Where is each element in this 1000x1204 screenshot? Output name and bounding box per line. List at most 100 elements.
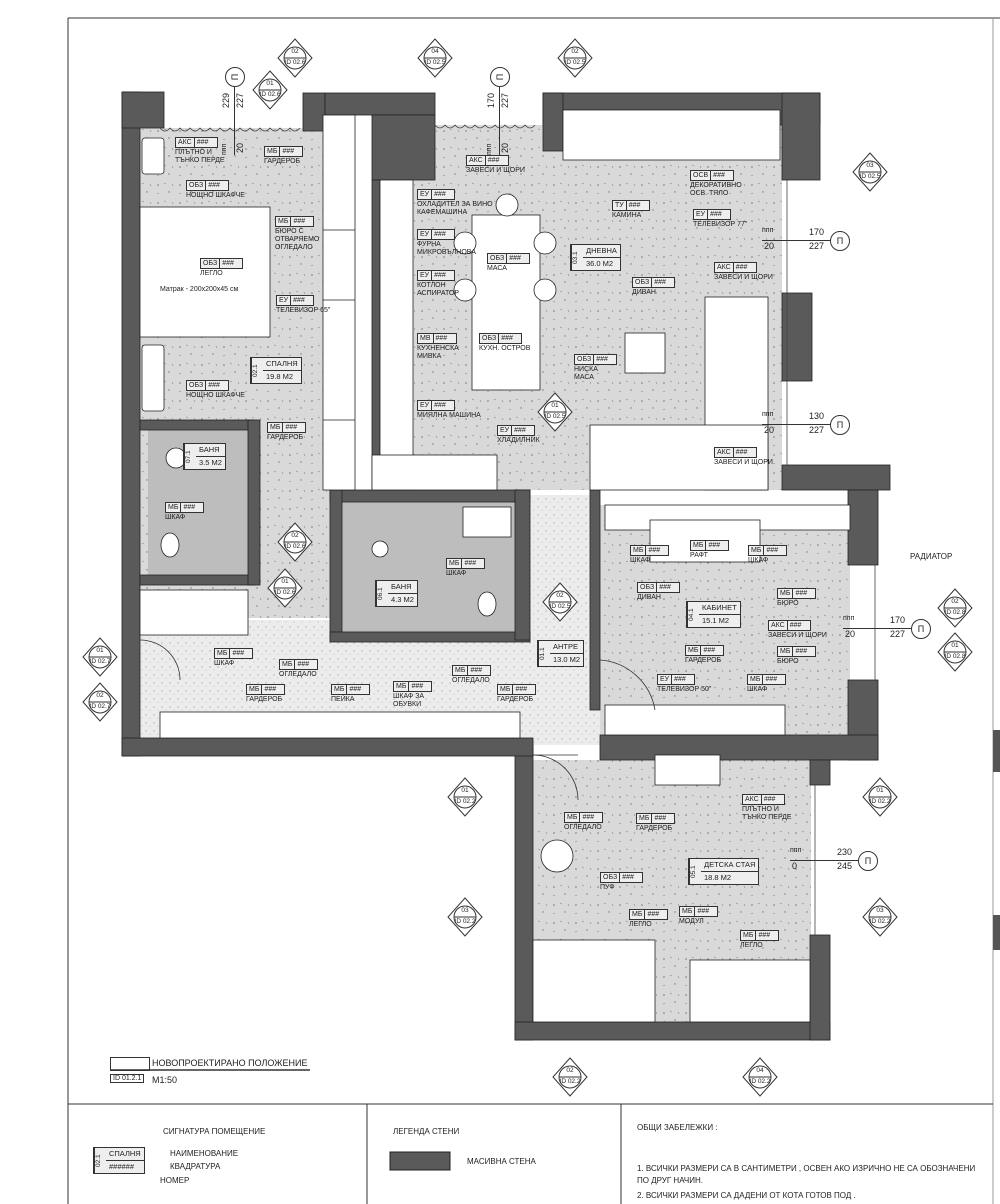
ppp-value: 20 [845, 629, 856, 639]
element-tag: МБ###ШКАФ [748, 545, 788, 565]
tag-code: МБ [270, 424, 281, 431]
element-tag: МБ### МОДУЛ [679, 906, 719, 926]
sheet-frame [67, 17, 1000, 1204]
room-number: 04.1 [687, 602, 699, 627]
element-tag: МБ###ШКАФ [446, 558, 486, 578]
tag-code: МБ [780, 648, 791, 655]
tag-value: ### [763, 546, 786, 555]
element-tag: ЕУ###КОТЛОН АСПИРАТОР [417, 270, 459, 298]
tag-box: МБ### [564, 812, 604, 823]
tag-box: ЕУ### [497, 425, 536, 436]
dim-top: 170 [889, 615, 905, 625]
tag-name: ПЛЪТНО И ТЪНКО ПЕРДЕ [175, 149, 225, 164]
mattress-note: Матрак - 200x200x45 см [160, 286, 239, 293]
marker-number: 01 [876, 787, 884, 794]
tag-value: ### [431, 401, 454, 410]
tag-code: МБ [282, 661, 293, 668]
tag-box: ОБЗ### [632, 277, 676, 288]
tag-code: МБ [632, 911, 643, 918]
dimension-line [762, 240, 830, 241]
tag-code: АКС [469, 157, 483, 164]
room-number: 01.1 [538, 641, 550, 666]
tag-value: ### [431, 230, 454, 239]
tag-code: МБ [682, 908, 693, 915]
element-tag: ЕУ###МИЯЛНА МАШИНА [417, 400, 481, 420]
tag-name: НОЩНО ШКАФЧЕ [186, 392, 245, 399]
tag-value: ### [651, 278, 674, 287]
tag-value: ### [180, 503, 203, 512]
tag-box: ОБЗ### [574, 354, 618, 365]
marker-ref: ID 02.7 [89, 703, 111, 710]
element-tag: ЕУ###ТЕЛЕВИЗОР 77" [693, 209, 747, 229]
tag-code: ЕУ [420, 402, 430, 409]
dim-top: 130 [808, 411, 824, 421]
element-tag: ОБЗ###ДИВАН [637, 582, 681, 602]
tag-code: МБ [217, 650, 228, 657]
marker-number: 01 [461, 787, 469, 794]
tag-name: КУХН. ОСТРОВ [479, 345, 531, 352]
tag-box: МБ### [446, 558, 486, 569]
marker-number: 02 [571, 48, 579, 55]
note-1: 1. ВСИЧКИ РАЗМЕРИ СА В САНТИМЕТРИ , ОСВЕ… [637, 1164, 976, 1185]
element-tag: ОСВ###ДЕКОРАТИВНО ОСВ. ТЯЛО [690, 170, 742, 198]
tag-value: ### [229, 649, 252, 658]
room-name: СПАЛНЯ [266, 359, 298, 368]
tag-box: ЕУ### [417, 270, 456, 281]
legend-wall-swatch [389, 1151, 451, 1171]
notes-title: ОБЩИ ЗАБЕЛЕЖКИ : [637, 1123, 718, 1132]
tag-box: МБ### [452, 665, 492, 676]
dimension-line [762, 424, 830, 425]
tag-value: ### [732, 448, 756, 457]
tag-code: ОБЗ [189, 182, 204, 189]
tag-box: ОБЗ### [200, 258, 244, 269]
tag-value: ### [290, 296, 313, 305]
marker-number: 02 [556, 592, 564, 599]
tag-box: ЕУ### [276, 295, 315, 306]
element-tag: ОБЗ###НИСКА МАСА [574, 354, 618, 382]
tag-code: ОБЗ [577, 356, 592, 363]
marker-number: 02 [291, 532, 299, 539]
marker-ref: ID 02.5 [544, 413, 566, 420]
tag-value: ### [671, 675, 694, 684]
ppp-label: ппп [486, 143, 493, 155]
tag-name: ОГЛЕДАЛО [564, 824, 602, 831]
tag-name: ГАРДЕРОБ [264, 158, 301, 165]
element-tag: АКС###ЗАВЕСИ И ЩОРИ [714, 447, 773, 467]
tag-value: ### [732, 263, 756, 272]
element-tag: МБ###ШКАФ [747, 674, 787, 694]
tag-code: МБ [750, 676, 761, 683]
label-area: КВАДРАТУРА [170, 1162, 221, 1171]
tag-box: ТУ### [612, 200, 650, 211]
tag-value: ### [219, 259, 242, 268]
tag-value: ### [279, 147, 302, 156]
tag-name: МОДУЛ [679, 918, 704, 925]
tag-name: ПУФ [600, 884, 615, 891]
tag-value: ### [408, 682, 431, 691]
tag-box: МБ### [685, 645, 725, 656]
tag-box: МБ### [264, 146, 304, 157]
room-name: БАНЯ [391, 582, 412, 591]
tag-value: ### [290, 217, 313, 226]
room-number: 02.1 [251, 358, 263, 383]
tag-code: МБ [267, 148, 278, 155]
tag-code: МБ [334, 686, 345, 693]
tag-box: МБ### [747, 674, 787, 685]
element-tag: АКС###ЗАВЕСИ И ЩОРИ [714, 262, 773, 282]
tag-code: АКС [771, 622, 785, 629]
tag-box: ЕУ### [657, 674, 696, 685]
marker-ref: ID 02.8 [944, 653, 966, 660]
tag-value: ### [694, 907, 717, 916]
tag-name: МАСА [487, 265, 507, 272]
tag-code: АКС [717, 449, 731, 456]
tag-box: МБ### [777, 646, 817, 657]
